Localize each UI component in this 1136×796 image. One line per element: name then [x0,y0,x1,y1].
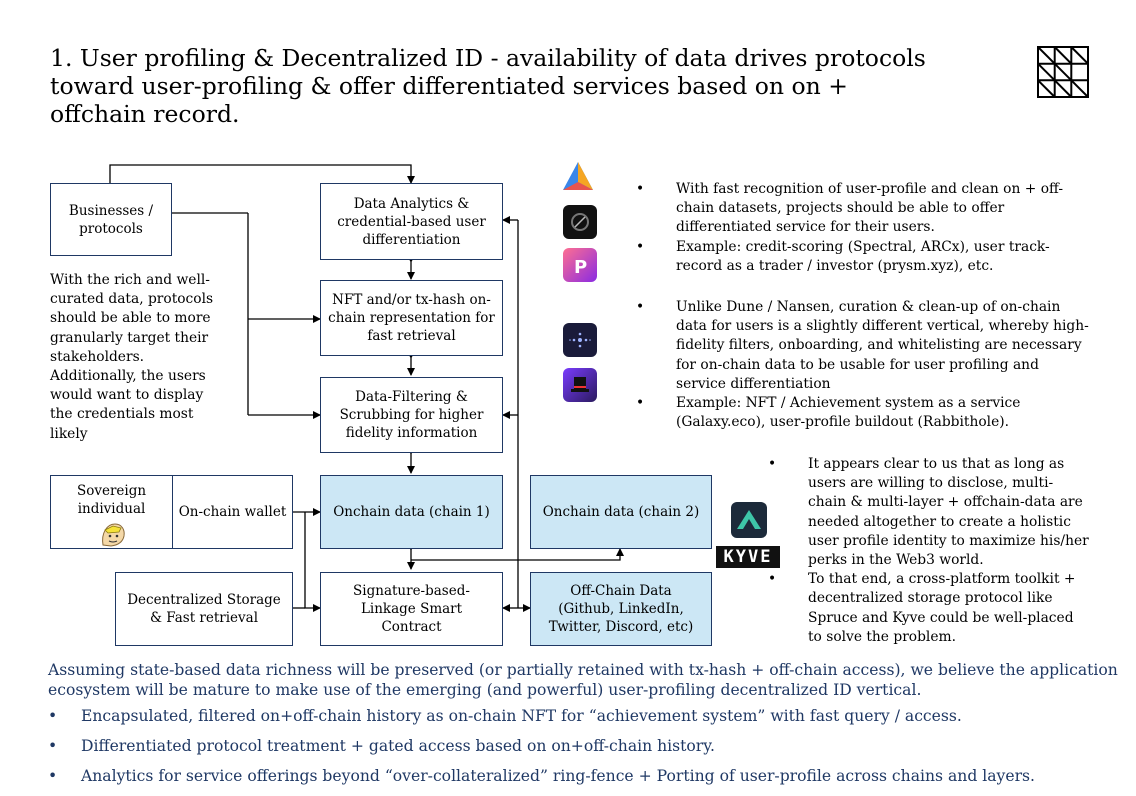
nft-representation-box: NFT and/or tx-hash on-chain representati… [320,280,503,356]
onchain-data-chain2-box: Onchain data (chain 2) [530,475,712,549]
bullet-item: Example: NFT / Achievement system as a s… [636,394,1092,432]
onchain-data-chain1-box: Onchain data (chain 1) [320,475,503,549]
sovereign-label: Sovereign individual [76,483,147,517]
offchain-data-box: Off-Chain Data (Github, LinkedIn, Twitte… [530,572,712,646]
page-title: 1. User profiling & Decentralized ID - a… [50,44,926,128]
right-bullets-2: Unlike Dune / Nansen, curation & clean-u… [636,298,1092,432]
bullet-item: Unlike Dune / Nansen, curation & clean-u… [636,298,1092,394]
svg-text:P: P [574,257,587,278]
bullet-item: Example: credit-scoring (Spectral, ARCx)… [636,238,1086,276]
bullet-item: With fast recognition of user-profile an… [636,180,1086,238]
bottom-bullet: Encapsulated, filtered on+off-chain hist… [48,706,1118,726]
kyve-logo: KYVE [716,546,780,568]
right-bullets-3: It appears clear to us that as long as u… [768,455,1090,647]
galaxy-logo-icon [563,323,597,357]
bottom-bullet: Differentiated protocol treatment + gate… [48,736,1118,756]
businesses-box: Businesses / protocols [50,183,172,256]
bottom-intro: Assuming state-based data richness will … [48,661,1118,699]
data-filtering-box: Data-Filtering & Scrubbing for higher fi… [320,377,503,453]
bottom-bullet: Analytics for service offerings beyond “… [48,766,1118,786]
brand-logo [1037,46,1089,98]
spruce-logo-icon [731,502,767,538]
bullet-item: It appears clear to us that as long as u… [768,455,1090,570]
right-bullets-1: With fast recognition of user-profile an… [636,180,1086,276]
signature-linkage-box: Signature-based-Linkage Smart Contract [320,572,503,646]
bullet-item: To that end, a cross-platform toolkit + … [768,570,1090,647]
side-description: With the rich and well-curated data, pro… [50,272,214,442]
onchain-wallet-label: On-chain wallet [178,504,287,520]
data-analytics-box: Data Analytics & credential-based user d… [320,183,503,260]
decentralized-storage-box: Decentralized Storage & Fast retrieval [115,572,293,646]
sovereign-individual-cell: Sovereign individual [51,476,173,548]
sovereign-wallet-box: Sovereign individual On-chain wallet [50,475,293,549]
wojak-face-icon [102,523,125,547]
spectral-logo-icon [563,162,593,190]
rabbithole-logo-icon [563,368,597,402]
arcx-logo-icon [563,205,597,239]
prysm-logo-icon: P [563,248,597,282]
bottom-summary: Assuming state-based data richness will … [48,660,1118,796]
